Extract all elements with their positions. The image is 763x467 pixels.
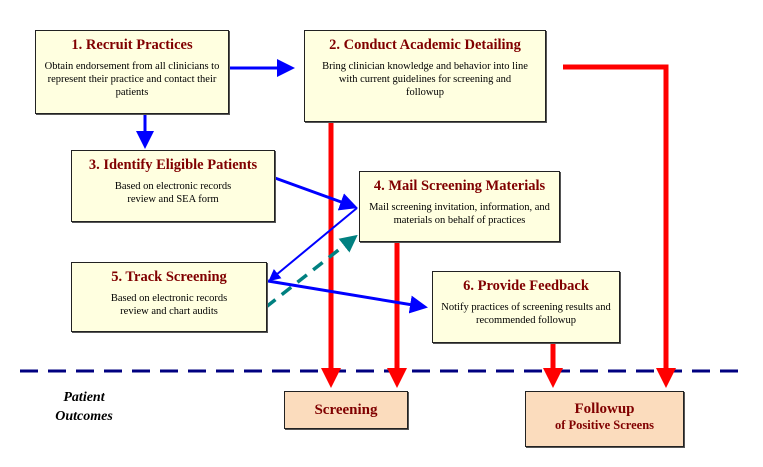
arrow-track-to-feedback <box>267 279 428 314</box>
outcome-screening: Screening <box>284 391 408 429</box>
step-description: Bring clinician knowledge and behavior i… <box>322 61 528 98</box>
label-line-1: Patient <box>63 390 105 405</box>
step-title: 4. Mail Screening Materials <box>373 178 546 194</box>
step-conduct-academic-detailing: 2. Conduct Academic Detailing Bring clin… <box>304 30 546 122</box>
patient-outcomes-label: Patient Outcomes <box>40 388 128 426</box>
outcome-title: Followup <box>574 401 635 417</box>
step-description: Based on electronic records review and S… <box>114 181 232 205</box>
step-title: 1. Recruit Practices <box>71 37 193 53</box>
step-title: 6. Provide Feedback <box>463 278 589 294</box>
step-identify-eligible-patients: 3. Identify Eligible Patients Based on e… <box>71 150 275 222</box>
step-description: Obtain endorsement from all clinicians t… <box>44 61 220 98</box>
step-title: 5. Track Screening <box>111 269 227 285</box>
outcome-followup: Followup of Positive Screens <box>525 391 684 447</box>
step-description: Mail screening invitation, information, … <box>369 202 550 226</box>
step-provide-feedback: 6. Provide Feedback Notify practices of … <box>432 271 620 343</box>
outcome-title: Screening <box>314 402 378 418</box>
arrow-identify-to-mail <box>274 176 358 211</box>
step-title: 3. Identify Eligible Patients <box>88 157 258 173</box>
label-line-2: Outcomes <box>55 409 113 424</box>
outcome-subtitle: of Positive Screens <box>554 418 655 432</box>
step-description: Based on electronic records review and c… <box>110 293 228 317</box>
arrow-detailing-to-followup <box>563 64 676 388</box>
step-mail-screening-materials: 4. Mail Screening Materials Mail screeni… <box>359 171 560 242</box>
arrow-mail-to-track <box>268 207 358 282</box>
step-title: 2. Conduct Academic Detailing <box>329 37 521 53</box>
step-track-screening: 5. Track Screening Based on electronic r… <box>71 262 267 332</box>
step-recruit-practices: 1. Recruit Practices Obtain endorsement … <box>35 30 229 114</box>
step-description: Notify practices of screening results an… <box>441 302 611 326</box>
